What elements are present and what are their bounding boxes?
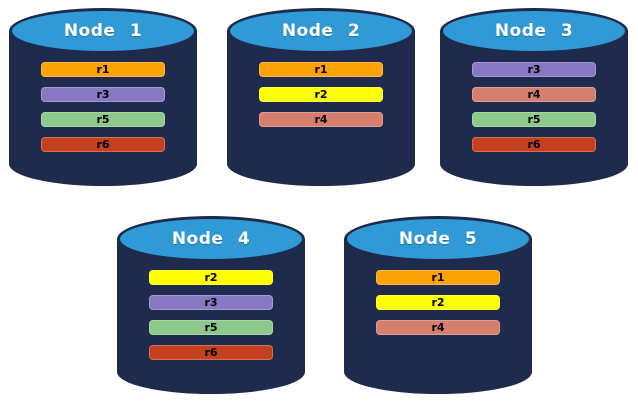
- node-title: Node 2: [281, 21, 361, 41]
- cylinder-top: Node 2: [227, 8, 415, 54]
- node-title: Node 1: [63, 21, 143, 41]
- replica-bar: r3: [472, 62, 596, 77]
- cylinder-body: [117, 239, 305, 394]
- node-cylinder-3: Node 3 r3 r4 r5 r6: [440, 8, 628, 186]
- replica-bar-list: r1 r2 r4: [344, 270, 532, 335]
- cylinder-top: Node 3: [440, 8, 628, 54]
- replica-bar: r3: [41, 87, 165, 102]
- replica-bar: r1: [376, 270, 500, 285]
- replica-bar: r5: [149, 320, 273, 335]
- replica-bar: r3: [149, 295, 273, 310]
- cylinder-body: [344, 239, 532, 394]
- replica-bar-list: r1 r2 r4: [227, 62, 415, 127]
- replica-bar: r6: [472, 137, 596, 152]
- cylinder-top: Node 1: [9, 8, 197, 54]
- cylinder-body: [227, 31, 415, 186]
- node-title: Node 5: [398, 229, 478, 249]
- cylinder-body: [9, 31, 197, 186]
- node-title: Node 4: [171, 229, 251, 249]
- replica-bar-list: r3 r4 r5 r6: [440, 62, 628, 152]
- node-cylinder-2: Node 2 r1 r2 r4: [227, 8, 415, 186]
- replica-bar: r2: [149, 270, 273, 285]
- replica-bar: r5: [41, 112, 165, 127]
- replica-bar: r4: [259, 112, 383, 127]
- replica-bar: r6: [149, 345, 273, 360]
- replica-bar: r6: [41, 137, 165, 152]
- replica-bar: r2: [376, 295, 500, 310]
- replica-bar: r2: [259, 87, 383, 102]
- replica-bar: r1: [41, 62, 165, 77]
- replica-bar: r5: [472, 112, 596, 127]
- node-cylinder-4: Node 4 r2 r3 r5 r6: [117, 216, 305, 394]
- replica-bar: r4: [472, 87, 596, 102]
- replica-bar-list: r1 r3 r5 r6: [9, 62, 197, 152]
- node-cylinder-1: Node 1 r1 r3 r5 r6: [9, 8, 197, 186]
- cylinder-top: Node 5: [344, 216, 532, 262]
- replica-bar: r1: [259, 62, 383, 77]
- replica-bar: r4: [376, 320, 500, 335]
- cylinder-top: Node 4: [117, 216, 305, 262]
- replica-bar-list: r2 r3 r5 r6: [117, 270, 305, 360]
- node-cylinder-5: Node 5 r1 r2 r4: [344, 216, 532, 394]
- cylinder-body: [440, 31, 628, 186]
- node-title: Node 3: [494, 21, 574, 41]
